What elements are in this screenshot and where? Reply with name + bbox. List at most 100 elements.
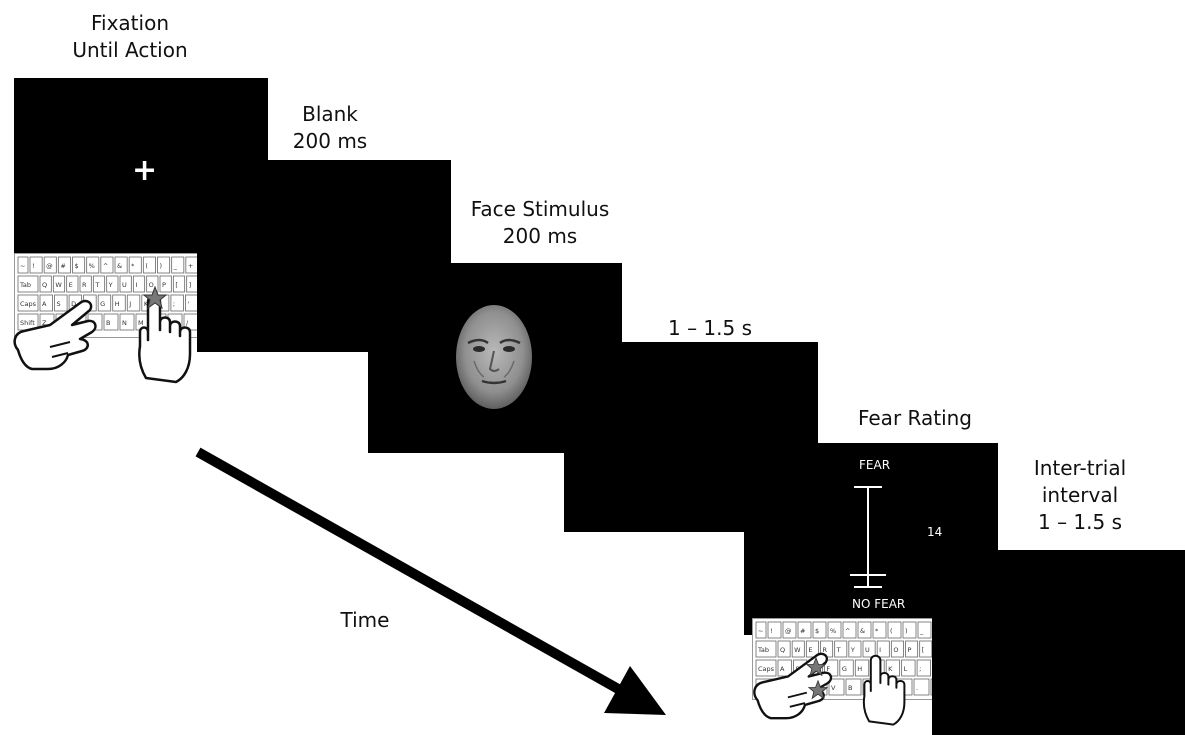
keyboard-key-label: Q	[780, 646, 785, 654]
keyboard-key-label: [	[922, 646, 925, 654]
keyboard-key-label: ^	[103, 262, 108, 270]
keyboard-key	[872, 621, 887, 639]
step-label-fixation-line1: Fixation	[90, 11, 169, 35]
keyboard-key	[905, 640, 919, 658]
step-label-face-line1: Face Stimulus	[470, 197, 610, 221]
keyboard-key	[890, 640, 904, 658]
keyboard-key	[913, 678, 930, 696]
step-label-blank-line2: 200 ms	[292, 129, 368, 153]
keyboard-key	[839, 659, 854, 677]
keyboard-key	[17, 294, 39, 312]
keyboard-key	[857, 621, 872, 639]
keyboard-key-label: I	[135, 281, 137, 289]
keyboard-key	[862, 640, 876, 658]
keyboard-key	[812, 621, 827, 639]
step-label-delay-line1: 1 – 1.5 s	[667, 316, 753, 340]
keyboard-key-label: O	[149, 281, 154, 289]
keyboard-key-label: !	[770, 627, 773, 635]
keyboard-key-label: B	[106, 319, 110, 327]
hand-raised-icon	[862, 654, 906, 726]
keyboard-key	[777, 640, 791, 658]
keyboard-key-label: I	[879, 646, 881, 654]
keyboard-key	[828, 678, 845, 696]
keyboard-key-label: )	[905, 627, 908, 635]
keyboard-key	[842, 621, 857, 639]
keyboard-key-label: .	[916, 684, 918, 692]
keyboard-key	[54, 294, 68, 312]
keyboard-key-label: H	[115, 300, 120, 308]
keyboard-key-label: Z	[42, 319, 47, 327]
keyboard-key-label: #	[800, 627, 805, 635]
keyboard-key-label: Tab	[757, 646, 769, 654]
keyboard-key-label: (	[890, 627, 893, 635]
step-label-iti-line3: 1 – 1.5 s	[1037, 510, 1123, 534]
rating-scale[interactable]	[844, 483, 894, 593]
keyboard-key	[52, 275, 66, 293]
keyboard-key	[112, 294, 126, 312]
time-arrow	[195, 447, 666, 715]
keyboard-key	[92, 275, 106, 293]
step-label-blank: Blank 200 ms	[270, 101, 390, 155]
keyboard-key	[157, 256, 171, 274]
keyboard-key	[917, 621, 932, 639]
keyboard-key-label: ^	[845, 627, 850, 635]
keyboard-key-label: R	[823, 646, 828, 654]
keyboard-key-label: B	[848, 684, 852, 692]
keyboard-key	[39, 275, 52, 293]
keyboard-key-label: W	[55, 281, 62, 289]
keyboard-key	[755, 640, 777, 658]
keyboard-key	[126, 294, 141, 312]
keyboard-key-label: N	[122, 319, 127, 327]
keyboard-keys: ~!@#$%^&*()_+TabQWERTYUIOP[]CapsASDFGHJK…	[17, 256, 199, 331]
keyboard-key-label: O	[893, 646, 898, 654]
keyboard-key	[142, 256, 156, 274]
keyboard-key-label: (	[145, 262, 148, 270]
keyboard-key-label: %	[89, 262, 95, 270]
keyboard-key-label: S	[57, 300, 61, 308]
keyboard-key-label: ~	[20, 262, 25, 270]
keyboard-key-label: A	[42, 300, 47, 308]
rating-top-label: FEAR	[859, 458, 891, 472]
keyboard-key-label: F	[826, 665, 830, 673]
keyboard-key-label: ]	[189, 281, 192, 289]
keyboard-key	[767, 621, 782, 639]
keyboard-key-label: _	[173, 262, 178, 270]
rating-value: 14	[927, 525, 943, 539]
step-label-rating: Fear Rating	[840, 405, 990, 432]
keyboard-key	[159, 275, 172, 293]
keyboard-key-label: !	[32, 262, 35, 270]
keyboard-key	[916, 659, 931, 677]
keyboard-key	[834, 640, 848, 658]
keyboard-key-label: M	[138, 319, 144, 327]
keyboard-key-label: *	[875, 627, 879, 635]
face-image	[456, 305, 532, 409]
keyboard-key-label: P	[162, 281, 166, 289]
keyboard-key-label: K	[144, 300, 149, 308]
keyboard-key-label: R	[82, 281, 87, 289]
keyboard-key	[755, 621, 767, 639]
keyboard-key	[919, 640, 933, 658]
keyboard-key	[902, 621, 917, 639]
fixation-cross: +	[132, 153, 158, 188]
keyboard-key	[97, 294, 112, 312]
keyboard-key	[128, 256, 142, 274]
hand-pointing-icon	[13, 299, 97, 371]
keyboard-key-label: P	[908, 646, 912, 654]
keyboard-key-label: +	[188, 262, 193, 270]
keyboard-key	[777, 659, 792, 677]
keyboard-key	[845, 678, 862, 696]
keyboard-key-label: Tab	[19, 281, 31, 289]
step-label-delay: 1 – 1.5 s	[655, 315, 765, 342]
keyboard-key	[805, 640, 819, 658]
step-label-iti-line2: interval	[1041, 483, 1119, 507]
keyboard-key-label: Shift	[20, 319, 35, 327]
inter-trial-screen	[932, 550, 1185, 735]
star-press-icon	[806, 657, 826, 677]
step-label-iti-line1: Inter-trial	[1033, 456, 1127, 480]
keyboard-key-label: G	[100, 300, 105, 308]
keyboard-key-label: Caps	[758, 665, 775, 673]
keyboard-key-label: )	[160, 262, 163, 270]
keyboard-key	[17, 275, 39, 293]
keyboard-key	[114, 256, 128, 274]
keyboard-key-label: J	[128, 300, 131, 308]
